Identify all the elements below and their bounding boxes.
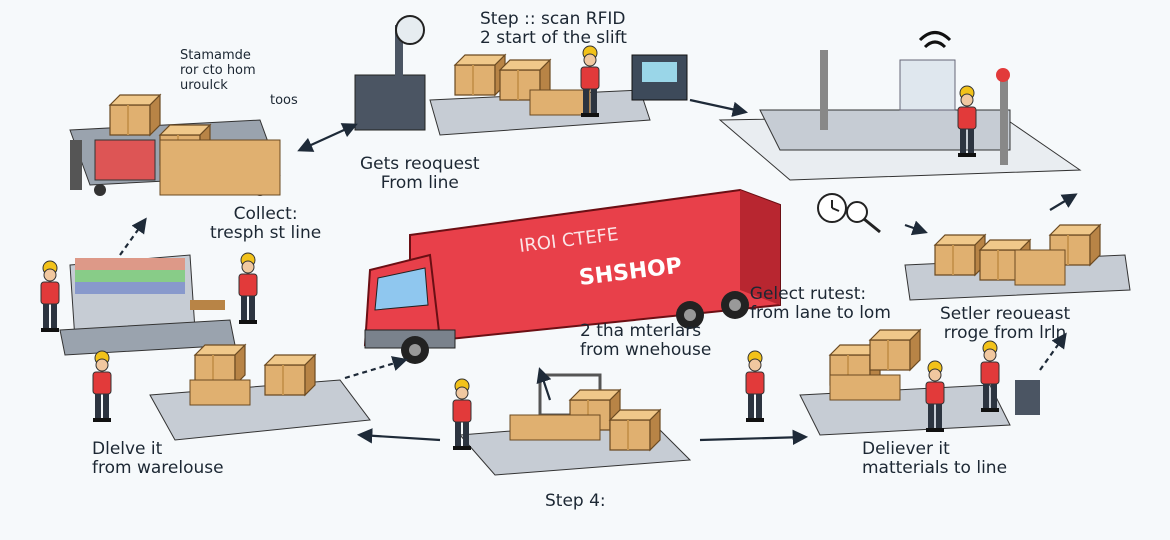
label-step-top-line1: Step :: scan RFID — [480, 9, 626, 29]
label-topleft-line4: toos — [270, 93, 298, 108]
label-deliver-right-line2: matterials to line — [862, 458, 1008, 478]
right-box-pallet — [904, 224, 1131, 301]
bottom-left-cart — [92, 344, 371, 441]
label-materials-line2: from wnehouse — [580, 340, 712, 360]
weighing-scale-station — [354, 15, 688, 136]
rfid-gate-conveyor — [718, 31, 1082, 181]
label-deliver-left-line1: Dlelve it — [92, 439, 163, 459]
arrow-topleft-to-scale — [297, 123, 358, 152]
delivery-truck — [363, 188, 781, 364]
label-materials: 2 tha mterlars from wnehouse — [580, 322, 711, 360]
label-topleft-line2: ror cto hom — [180, 63, 256, 78]
left-stacking-station — [40, 252, 258, 356]
arrow-center-left — [356, 428, 441, 444]
label-deliver-right-line1: Deliever it — [862, 439, 950, 459]
label-step-top-line2: 2 start of the slift — [480, 28, 627, 48]
label-step4: Step 4: — [545, 492, 606, 511]
label-topleft-line3: uroulck — [180, 78, 228, 93]
bottom-right-cart — [745, 329, 1040, 436]
clock-icon — [817, 193, 847, 223]
label-deliver-left: Dlelve it from warelouse — [92, 440, 224, 478]
arrow-rfid — [904, 220, 928, 236]
label-topleft-line1: Stamamde — [180, 48, 251, 63]
label-step-top: Step :: scan RFID 2 start of the slift — [480, 10, 627, 48]
label-gets-request: Gets reoquest From line — [360, 155, 480, 193]
label-select-line2: from lane to lom — [750, 303, 891, 323]
label-topleft: Stamamde ror cto hom uroulck toos — [180, 48, 298, 108]
arrow-center-right — [699, 429, 809, 446]
label-better-line2: rroge from lrln — [943, 323, 1067, 343]
label-collect: Collect: tresph st line — [210, 205, 321, 243]
arrow-truck-to-right — [1049, 193, 1078, 211]
arrow-bottom-up — [536, 367, 552, 401]
label-select-line1: Gelect rutest: — [749, 284, 867, 304]
label-deliver-left-line2: from warelouse — [92, 458, 224, 478]
label-gets-line1: Gets reoquest — [360, 154, 480, 174]
label-deliver-right: Deliever it matterials to line — [862, 440, 1007, 478]
label-materials-line1: 2 tha mterlars — [580, 321, 702, 341]
bottom-center-cart — [452, 373, 692, 476]
arrow-to-cart — [344, 356, 408, 380]
label-step4-text: Step 4: — [545, 491, 606, 511]
flow-arrows — [119, 98, 1078, 446]
label-collect-line2: tresph st line — [210, 223, 322, 243]
magnifier-icon — [846, 201, 881, 234]
label-better-line1: Setler reoueast — [940, 304, 1071, 324]
cart-with-boxes-topleft — [69, 94, 281, 196]
arrow-right-up — [1039, 332, 1067, 371]
label-select-request: Gelect rutest: from lane to lom — [725, 285, 891, 323]
label-gets-line2: From line — [380, 173, 459, 193]
arrow-scale-to-gate — [689, 98, 749, 117]
arrow-collect-up — [119, 217, 147, 256]
label-collect-line1: Collect: — [233, 204, 298, 224]
label-better-request: Setler reoueast rroge from lrln — [940, 305, 1070, 343]
